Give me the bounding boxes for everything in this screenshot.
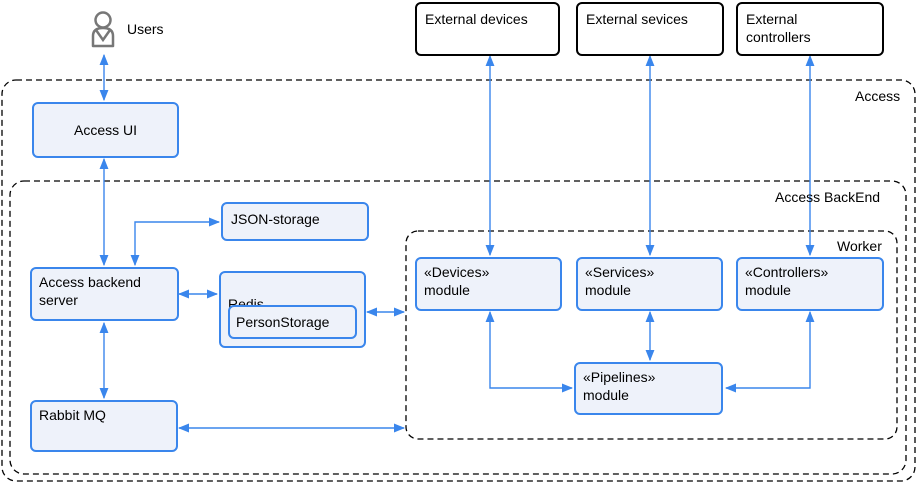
devices-pipelines-connector [485,310,574,393]
external-services-box: External sevices [576,2,724,56]
backend-region [9,180,907,475]
controllers-pipelines-connector [724,310,815,393]
worker-region-label: Worker [837,238,882,254]
person-storage-box: PersonStorage [228,305,357,339]
json-storage-box: JSON-storage [221,202,369,241]
backend-json-connector [130,217,221,267]
users-label: Users [127,21,164,37]
controllers-module-box: «Controllers» module [736,257,884,311]
backend-region-label: Access BackEnd [775,189,881,205]
access-region-label: Access [855,88,901,104]
access-ui-box: Access UI [32,102,179,158]
user-icon [91,11,115,48]
external-controllers-box: External controllers [736,2,884,56]
rabbit-mq-box: Rabbit MQ [30,400,178,452]
external-devices-box: External devices [415,2,560,56]
access-region [1,79,916,482]
services-module-box: «Services» module [576,257,723,311]
devices-module-box: «Devices» module [415,257,562,311]
pipelines-module-box: «Pipelines» module [574,362,723,415]
access-backend-server-box: Access backend server [30,267,179,321]
